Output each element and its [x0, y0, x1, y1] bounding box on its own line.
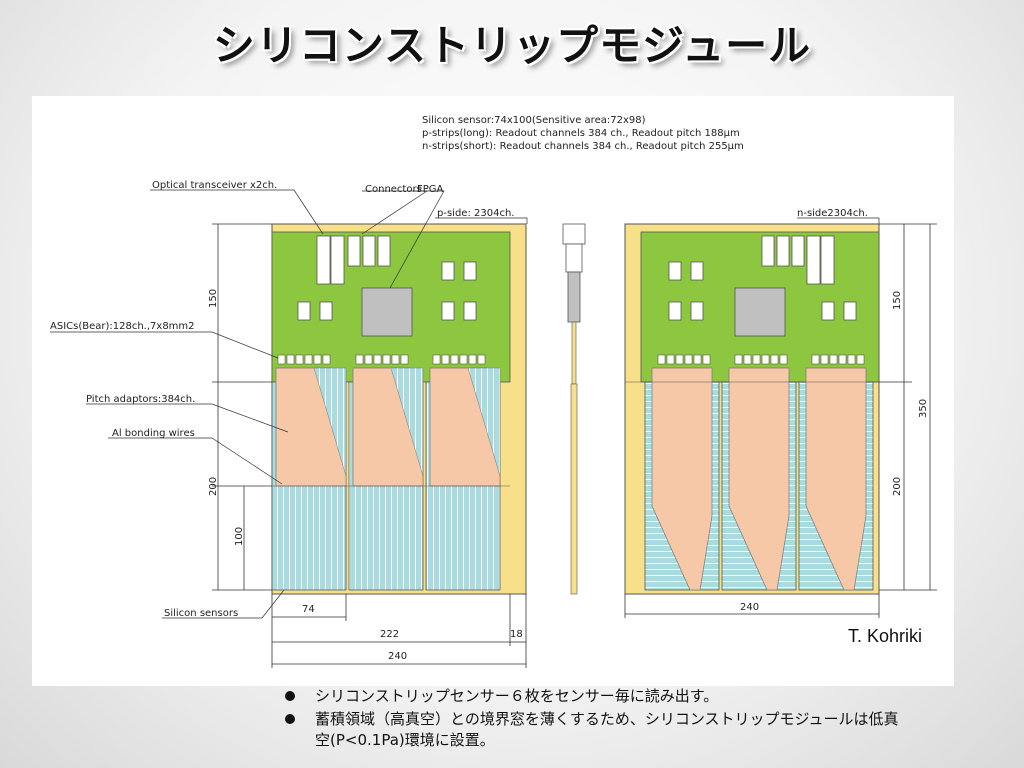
bullet-item: 蓄積領域（高真空）との境界窓を薄くするため、シリコンストリップモジュールは低真空… [285, 709, 905, 751]
connector [347, 235, 361, 267]
component [319, 301, 333, 321]
connector [362, 235, 376, 267]
bullet-item: シリコンストリップセンサー６枚をセンサー毎に読み出す。 [285, 686, 905, 707]
silicon-sensors-label: Silicon sensors [164, 608, 238, 619]
dim-100: 100 [234, 527, 245, 546]
optical-transceiver [806, 235, 821, 285]
dim-18: 18 [510, 629, 523, 640]
connector [761, 235, 775, 267]
dim-74: 74 [302, 604, 315, 615]
dim-200-left: 200 [208, 477, 219, 496]
dimension-lines [212, 223, 937, 668]
optical-transceiver [820, 235, 835, 285]
spec-line-1: Silicon sensor:74x100(Sensitive area:72x… [422, 115, 646, 126]
n-side-label: n-side2304ch. [797, 208, 868, 219]
component [441, 301, 455, 321]
asics-label: ASICs(Bear):128ch.,7x8mm2 [50, 321, 195, 332]
component [441, 261, 455, 281]
dim-240-right: 240 [740, 602, 759, 613]
fpga-label: FPGA [417, 184, 444, 195]
connectors-label: Connectors [365, 184, 422, 195]
dim-222: 222 [380, 629, 399, 640]
component [668, 261, 682, 281]
component [690, 261, 704, 281]
spec-line-2: p-strips(long): Readout channels 384 ch.… [422, 128, 740, 139]
bullet-text: シリコンストリップセンサー６枚をセンサー毎に読み出す。 [315, 687, 719, 705]
p-side-label: p-side: 2304ch. [437, 208, 514, 219]
bullet-dot-icon [285, 714, 295, 724]
bullet-list: シリコンストリップセンサー６枚をセンサー毎に読み出す。 蓄積領域（高真空）との境… [285, 686, 905, 753]
optical-transceiver [330, 235, 345, 285]
bullet-text: 蓄積領域（高真空）との境界窓を薄くするため、シリコンストリップモジュールは低真空… [315, 710, 899, 749]
fpga-chip [361, 287, 413, 337]
dim-200-right: 200 [892, 477, 903, 496]
optical-transceiver [316, 235, 331, 285]
component [690, 301, 704, 321]
component [463, 301, 477, 321]
component [463, 261, 477, 281]
component [821, 301, 835, 321]
n-side-module [624, 223, 880, 595]
fpga-chip [734, 287, 786, 337]
connector [791, 235, 805, 267]
spec-line-3: n-strips(short): Readout channels 384 ch… [422, 141, 744, 152]
side-profile [562, 223, 586, 595]
connector [776, 235, 790, 267]
asic-row [277, 354, 486, 365]
slide-title: シリコンストリップモジュール [212, 21, 812, 70]
asic-row [657, 354, 865, 365]
pitch-adaptor [651, 367, 713, 591]
dim-350: 350 [918, 399, 929, 418]
bullet-dot-icon [285, 691, 295, 701]
pitch-adaptors-label: Pitch adaptors:384ch. [86, 394, 195, 405]
dim-150-right: 150 [892, 291, 903, 310]
pitch-adaptor [805, 367, 867, 591]
leader-lines [50, 189, 880, 619]
dim-240-left: 240 [388, 651, 407, 662]
component [668, 301, 682, 321]
module-diagram: Silicon sensor:74x100(Sensitive area:72x… [32, 96, 954, 686]
author-credit: T. Kohriki [848, 626, 923, 646]
pitch-adaptor [728, 367, 790, 591]
connector [377, 235, 391, 267]
component [843, 301, 857, 321]
al-bonding-label: Al bonding wires [112, 428, 195, 439]
component [297, 301, 311, 321]
dim-150-left: 150 [208, 289, 219, 308]
p-side-module [271, 223, 527, 595]
module-drawing: Silicon sensor:74x100(Sensitive area:72x… [50, 115, 937, 668]
optical-transceiver-label: Optical transceiver x2ch. [152, 180, 277, 191]
